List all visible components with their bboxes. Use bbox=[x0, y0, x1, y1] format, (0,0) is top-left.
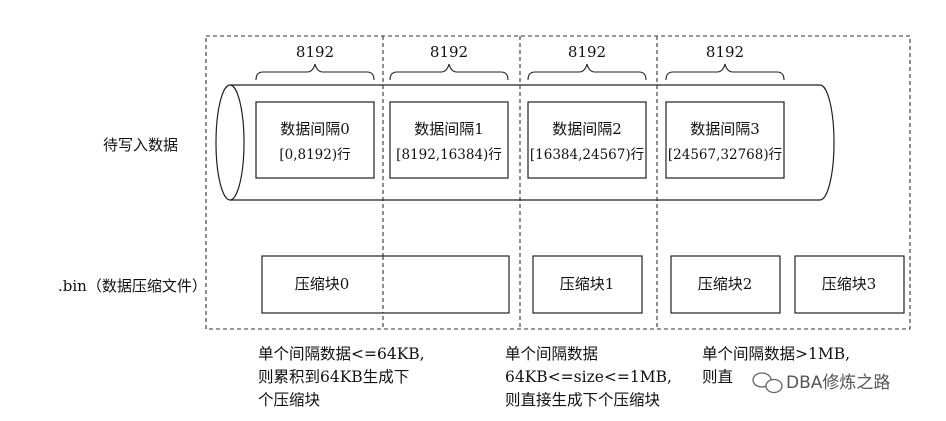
granule-size-3: 8192 bbox=[706, 43, 744, 61]
compressed-block-label-1: 压缩块1 bbox=[560, 275, 615, 293]
watermark: DBA修炼之路 bbox=[752, 372, 890, 394]
row-label-input-data: 待写入数据 bbox=[103, 136, 178, 154]
compressed-block-label-3: 压缩块3 bbox=[822, 275, 877, 293]
compressed-block-2 bbox=[670, 255, 781, 314]
compressed-blocks bbox=[261, 255, 905, 314]
compressed-block-3 bbox=[794, 255, 905, 314]
chat-bubble-icon bbox=[752, 372, 783, 394]
interval-name-3: 数据间隔3 bbox=[690, 120, 760, 138]
brace-2 bbox=[527, 63, 647, 81]
granule-size-2: 8192 bbox=[568, 43, 606, 61]
interval-box-1 bbox=[389, 101, 509, 179]
interval-range-0: [0,8192)行 bbox=[279, 147, 350, 163]
cylinder-right-end bbox=[819, 84, 835, 201]
note-1-line-2: 则直接生成下个压缩块 bbox=[505, 391, 660, 409]
interval-name-2: 数据间隔2 bbox=[552, 120, 622, 138]
note-2-line-1: 则直 bbox=[702, 368, 733, 386]
note-0-line-0: 单个间隔数据<=64KB, bbox=[258, 345, 425, 363]
interval-box-2 bbox=[527, 101, 647, 179]
compressed-block-0 bbox=[261, 255, 510, 314]
watermark-text: DBA修炼之路 bbox=[786, 373, 890, 393]
outer-dashed-border bbox=[205, 35, 911, 330]
brace-0 bbox=[255, 63, 375, 81]
brace-1 bbox=[389, 63, 509, 81]
data-cylinder bbox=[215, 84, 835, 201]
note-1-line-0: 单个间隔数据 bbox=[505, 345, 598, 363]
compressed-block-label-0: 压缩块0 bbox=[295, 275, 350, 293]
brace-3 bbox=[665, 63, 785, 81]
size-braces bbox=[255, 63, 785, 81]
row-label-bin-file: .bin（数据压缩文件） bbox=[58, 277, 207, 295]
note-1-line-1: 64KB<=size<=1MB, bbox=[505, 368, 672, 386]
note-0-line-1: 则累积到64KB生成下 bbox=[258, 368, 409, 386]
interval-box-3 bbox=[665, 101, 785, 179]
note-0-line-2: 个压缩块 bbox=[258, 391, 320, 409]
compressed-block-label-2: 压缩块2 bbox=[698, 275, 753, 293]
interval-name-0: 数据间隔0 bbox=[280, 120, 350, 138]
granule-size-0: 8192 bbox=[296, 43, 334, 61]
compressed-block-1 bbox=[532, 255, 643, 314]
note-2-line-0: 单个间隔数据>1MB, bbox=[702, 345, 850, 363]
interval-box-0 bbox=[255, 101, 375, 179]
granule-size-1: 8192 bbox=[430, 43, 468, 61]
interval-range-3: [24567,32768)行 bbox=[668, 147, 782, 163]
interval-boxes bbox=[255, 101, 785, 179]
interval-range-1: [8192,16384)行 bbox=[396, 147, 502, 163]
cylinder-left-end bbox=[215, 84, 245, 201]
dashed-frame bbox=[205, 35, 911, 330]
interval-range-2: [16384,24567)行 bbox=[530, 147, 644, 163]
interval-name-1: 数据间隔1 bbox=[414, 120, 484, 138]
